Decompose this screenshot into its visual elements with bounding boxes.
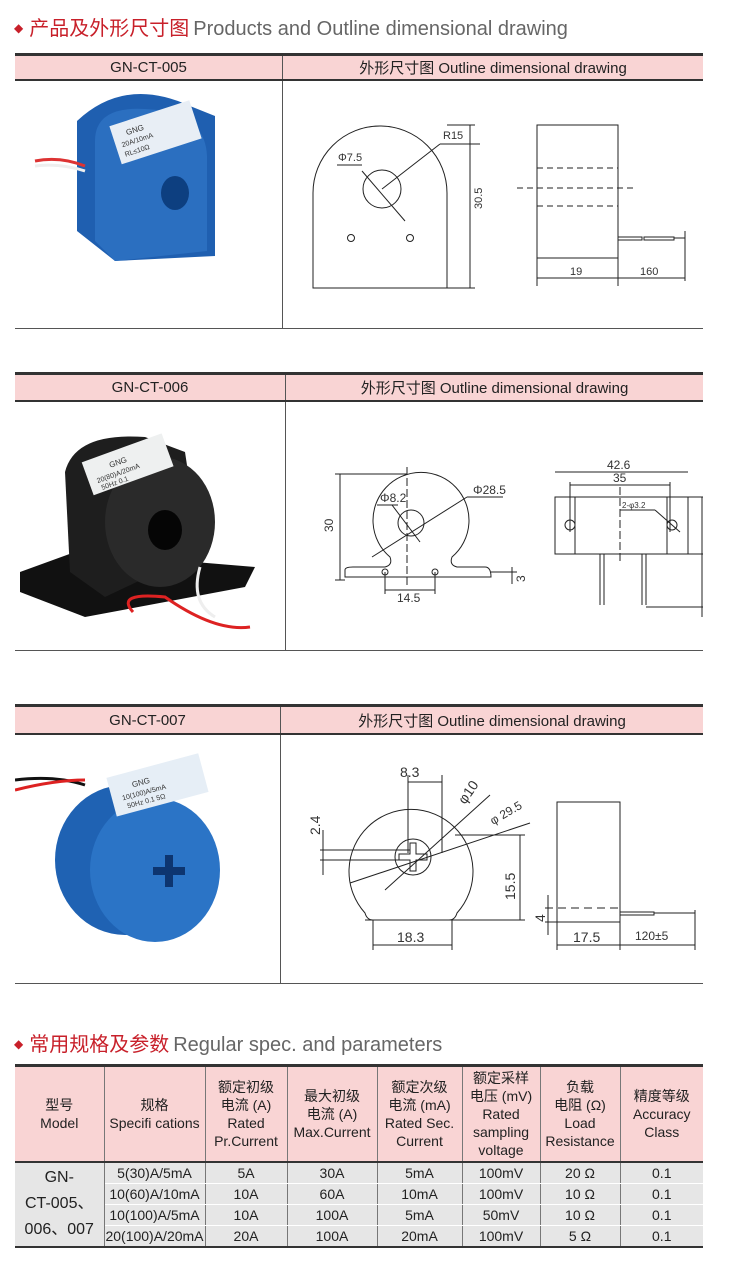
table-cell: 10 Ω	[540, 1183, 621, 1205]
title-en: Regular spec. and parameters	[173, 1034, 443, 1056]
table-cell: 20 Ω	[540, 1161, 621, 1184]
table-cell: 100mV	[462, 1225, 541, 1248]
table-cell: 5mA	[377, 1161, 463, 1184]
product-gn-ct-006: GN-CT-006 外形尺寸图 Outline dimensional draw…	[15, 372, 703, 651]
table-cell: 10mA	[377, 1183, 463, 1205]
dimension-label: 42.6	[607, 458, 631, 472]
dimension-label: 160	[640, 266, 658, 278]
model-header: GN-CT-006	[111, 379, 189, 396]
table-cell: 100A	[287, 1225, 378, 1248]
dimension-label: 35	[613, 471, 627, 485]
dimension-label: 3	[514, 575, 528, 582]
table-cell: 5mA	[377, 1204, 463, 1226]
title-zh: 产品及外形尺寸图	[29, 18, 190, 40]
dimension-label: 30	[322, 518, 336, 532]
product-photo: GNG 20(80)A/20mA 50Hz 0.1	[20, 433, 255, 630]
dimension-label: Φ7.5	[338, 152, 362, 164]
table-cell: 5 Ω	[540, 1225, 621, 1248]
table-cell: 0.1	[620, 1204, 703, 1226]
table-cell: 10(60)A/10mA	[104, 1183, 206, 1205]
model-header: GN-CT-007	[109, 711, 186, 729]
diamond-bullet-icon: ◆	[14, 21, 24, 35]
table-cell: 100A	[287, 1204, 378, 1226]
table-cell: 10 Ω	[540, 1204, 621, 1226]
dimension-label: φ 29.5	[488, 798, 525, 828]
table-cell: 50mV	[462, 1204, 541, 1226]
table-cell: 10(100)A/5mA	[104, 1204, 206, 1226]
product-drawing-007: GNG 10(100)A/5mA 50Hz 0.1 5Ω	[15, 753, 696, 950]
drawing-header: 外形尺寸图 Outline dimensional drawing	[280, 707, 703, 733]
table-cell: 20(100)A/20mA	[104, 1225, 206, 1248]
dimension-label: 2-φ3.2	[622, 501, 646, 510]
dimension-label: 19	[570, 266, 582, 278]
title-zh: 常用规格及参数	[29, 1034, 170, 1056]
product-gn-ct-007: GN-CT-007 外形尺寸图 Outline dimensional draw…	[15, 704, 703, 984]
product-gn-ct-005: GN-CT-005 外形尺寸图 Outline dimensional draw…	[15, 53, 703, 329]
table-cell: 5(30)A/5mA	[104, 1161, 206, 1184]
col-rated-sec: 额定次级电流 (mA)Rated Sec.Current	[377, 1064, 463, 1163]
dimension-label: 8.3	[400, 764, 420, 780]
table-cell: 0.1	[620, 1183, 703, 1205]
dimension-label: 15.5	[502, 873, 518, 900]
table-cell: 100mV	[462, 1183, 541, 1205]
title-en: Products and Outline dimensional drawing	[193, 18, 568, 40]
dimension-label: 4	[532, 914, 548, 922]
product-photo: GNG 10(100)A/5mA 50Hz 0.1 5Ω	[15, 753, 220, 942]
dimension-label: φ10	[454, 777, 481, 807]
model-cell: GN-CT-005、006、007	[15, 1161, 105, 1248]
table-cell: 20A	[205, 1225, 288, 1248]
drawing-header: 外形尺寸图 Outline dimensional drawing	[285, 375, 703, 400]
table-cell: 0.1	[620, 1161, 703, 1184]
product-drawing-005: GNG 20A/10mA RL≤10Ω	[34, 94, 686, 289]
dimension-label: 14.5	[397, 591, 421, 605]
dimension-label: 2.4	[307, 815, 323, 835]
table-cell: 10A	[205, 1183, 288, 1205]
col-max: 最大初级电流 (A)Max.Current	[287, 1064, 378, 1163]
dimension-label: Φ8.2	[380, 491, 407, 505]
table-cell: 0.1	[620, 1225, 703, 1248]
dimension-label: 17.5	[573, 929, 600, 945]
table-cell: 30A	[287, 1161, 378, 1184]
table-cell: 60A	[287, 1183, 378, 1205]
product-drawing-006: GNG 20(80)A/20mA 50Hz 0.1	[20, 433, 703, 630]
dimension-label: 30.5	[473, 188, 485, 209]
dimension-label: Φ28.5	[473, 483, 506, 497]
product-photo: GNG 20A/10mA RL≤10Ω	[34, 94, 215, 261]
dimension-label: 18.3	[397, 929, 424, 945]
table-cell: 5A	[205, 1161, 288, 1184]
table-cell: 100mV	[462, 1161, 541, 1184]
table-cell: 10A	[205, 1204, 288, 1226]
dimension-label: 120±5	[635, 929, 669, 943]
diamond-bullet-icon: ◆	[14, 1037, 24, 1051]
drawing-header: 外形尺寸图 Outline dimensional drawing	[282, 56, 703, 79]
model-header: GN-CT-005	[110, 59, 187, 76]
table-cell: 20mA	[377, 1225, 463, 1248]
dimension-label: R15	[443, 130, 463, 142]
